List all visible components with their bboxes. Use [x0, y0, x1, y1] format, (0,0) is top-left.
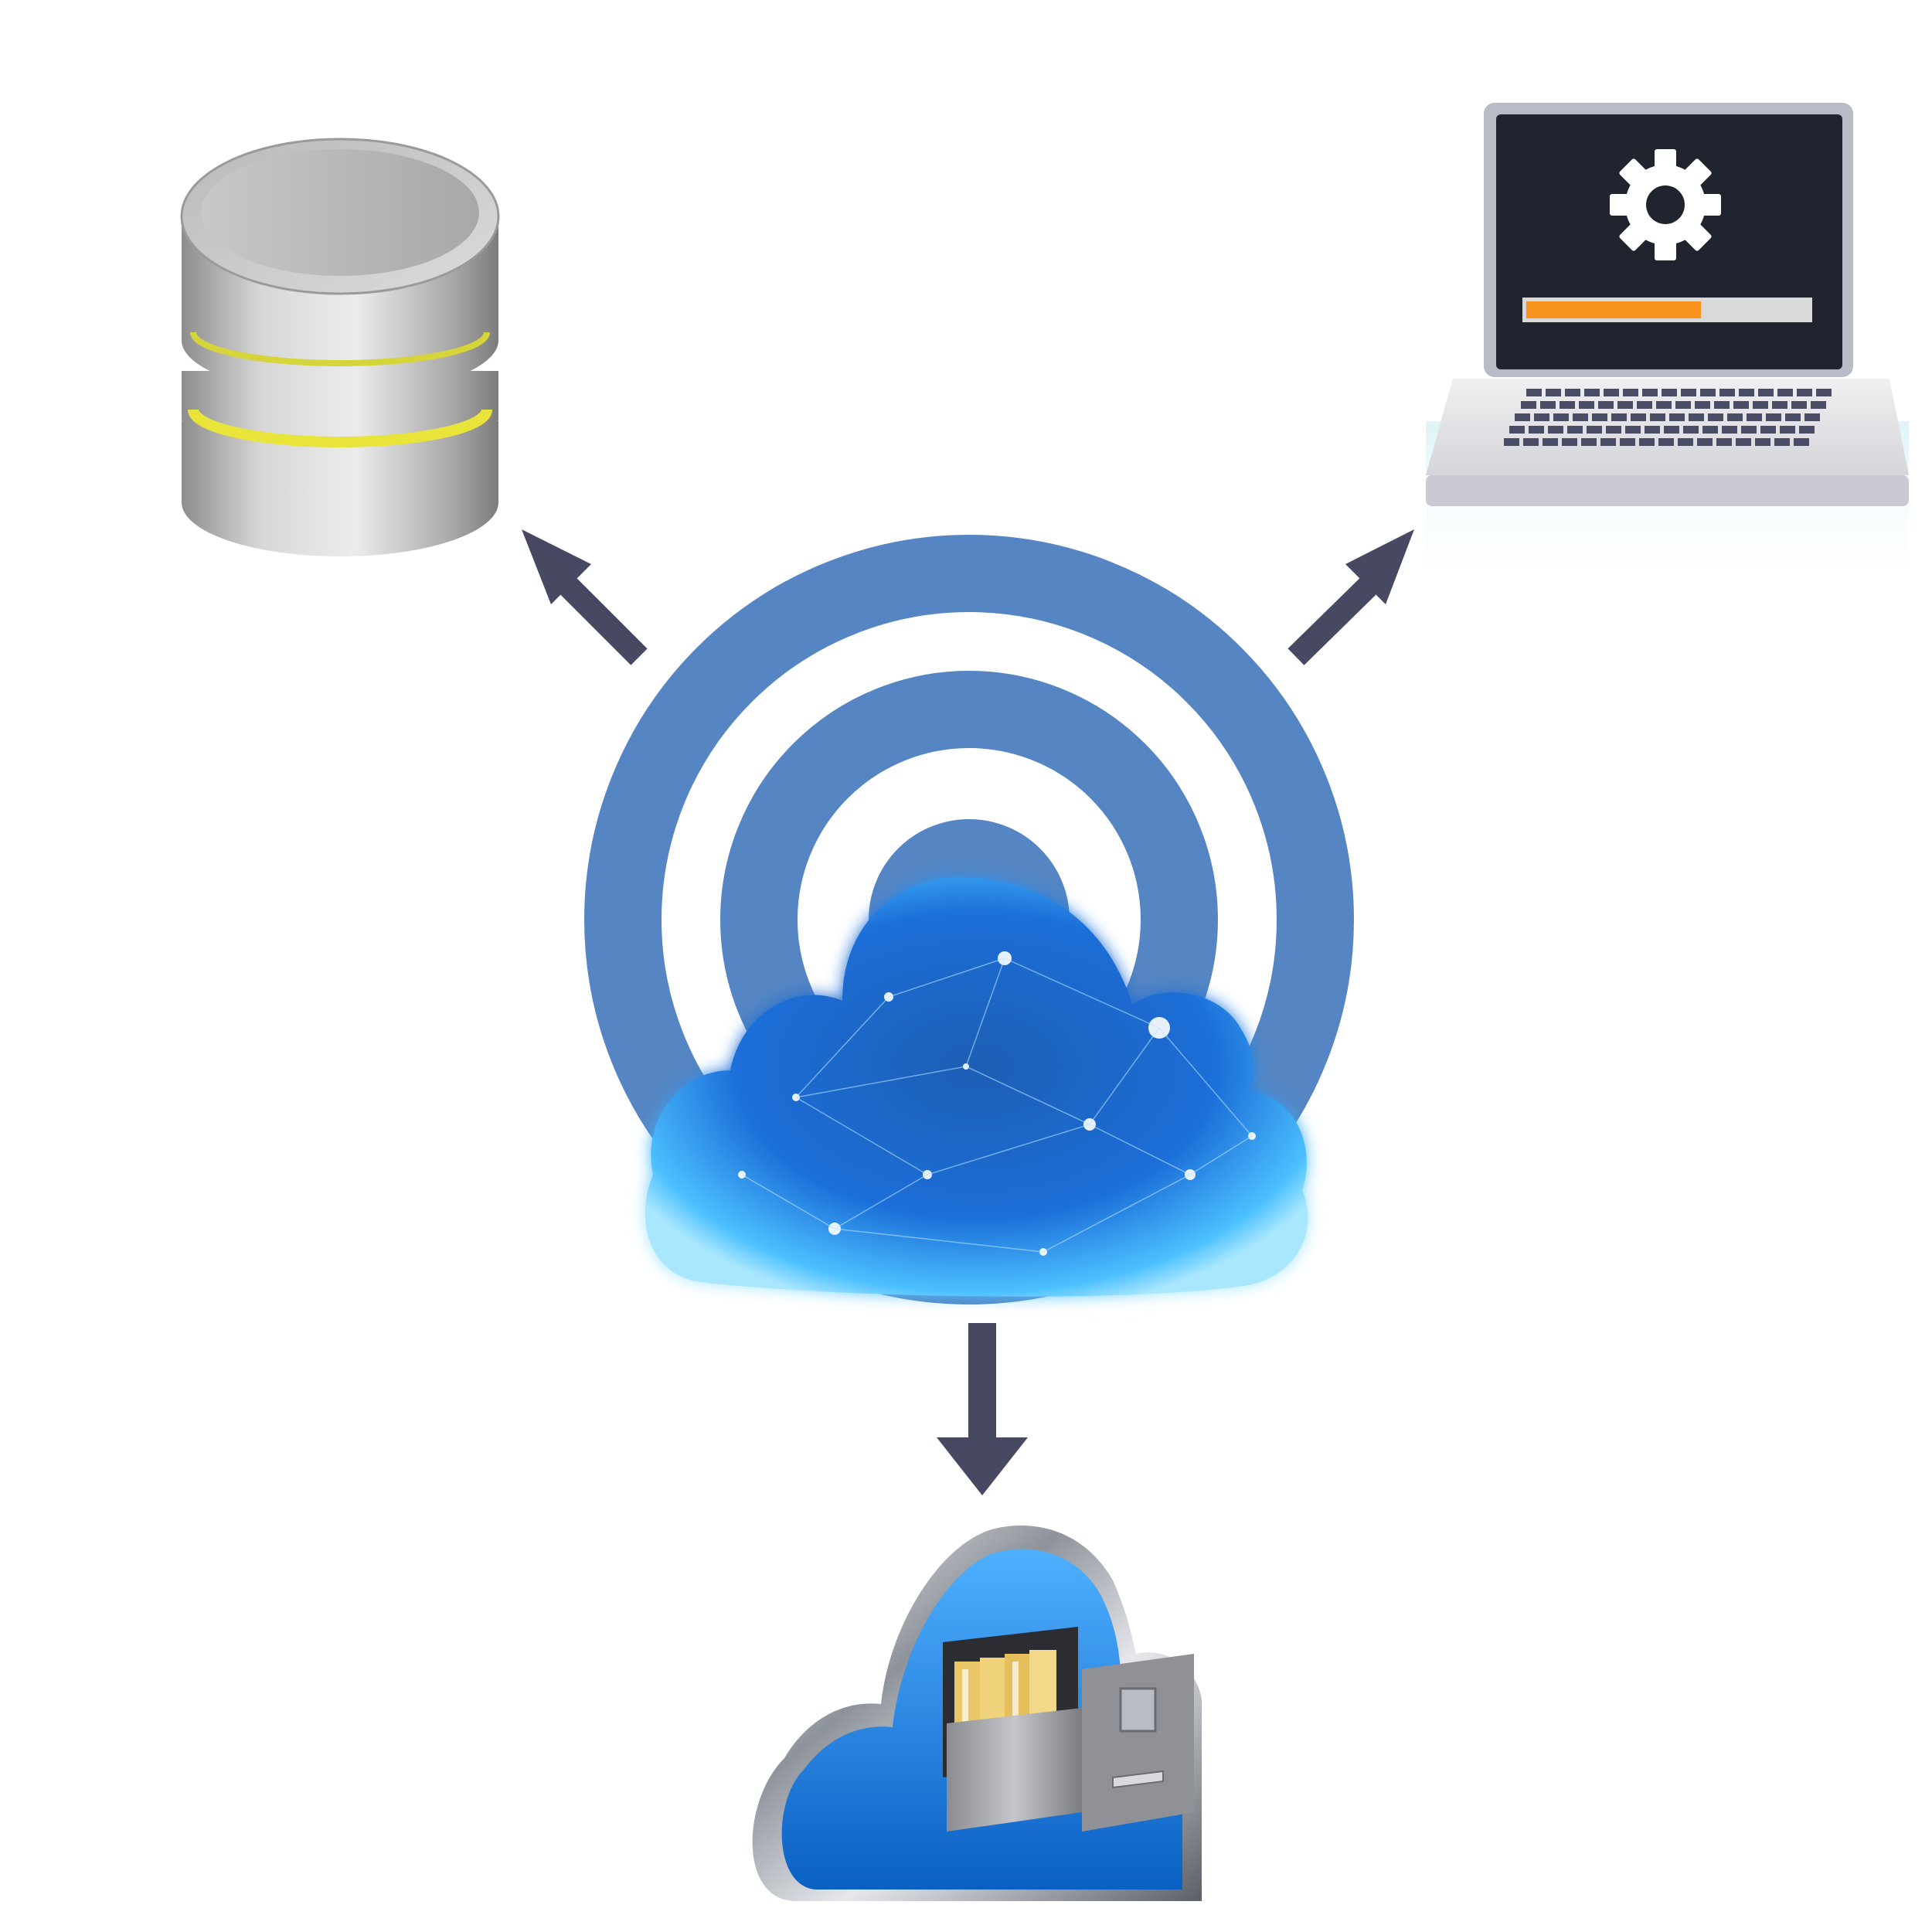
keyboard-key	[1811, 401, 1826, 409]
arrow-to-cloud-storage	[937, 1323, 1028, 1495]
keyboard-key	[1639, 438, 1655, 446]
keyboard-key	[1553, 413, 1569, 421]
progress-fill	[1526, 301, 1701, 318]
keyboard-key	[1695, 401, 1710, 409]
keyboard-key	[1733, 401, 1749, 409]
keyboard-key	[1755, 438, 1770, 446]
arrows	[522, 529, 1414, 1495]
laptop-base-edge	[1426, 475, 1909, 506]
keyboard-key	[1799, 426, 1815, 434]
keyboard-key	[1579, 401, 1594, 409]
laptop-settings-icon	[1426, 103, 1909, 599]
keyboard-key	[1581, 438, 1597, 446]
keyboard-key	[1716, 438, 1732, 446]
keyboard-key	[1637, 401, 1652, 409]
keyboard-key	[1584, 389, 1600, 396]
keyboard-key	[1521, 401, 1536, 409]
keyboard-key	[1804, 413, 1820, 421]
keyboard-key	[1797, 389, 1812, 396]
keyboard-key	[1700, 389, 1716, 396]
keyboard-key	[1515, 413, 1530, 421]
keyboard-key	[1719, 389, 1735, 396]
keyboard-key	[1714, 401, 1730, 409]
keyboard-key	[1504, 438, 1519, 446]
keyboard-key	[1623, 389, 1638, 396]
laptop-keyboard	[1504, 389, 1832, 446]
keyboard-key	[1645, 426, 1660, 434]
gear-icon	[1610, 149, 1721, 260]
keyboard-key	[1760, 426, 1776, 434]
keyboard-key	[1664, 426, 1679, 434]
keyboard-key	[1604, 389, 1619, 396]
keyboard-key	[1587, 426, 1602, 434]
keyboard-key	[1548, 426, 1563, 434]
keyboard-key	[1650, 413, 1665, 421]
keyboard-key	[1631, 413, 1646, 421]
keyboard-key	[1546, 389, 1561, 396]
keyboard-key	[1689, 413, 1704, 421]
keyboard-key	[1598, 401, 1614, 409]
keyboard-key	[1669, 413, 1685, 421]
keyboard-key	[1656, 401, 1672, 409]
keyboard-key	[1592, 413, 1607, 421]
keyboard-key	[1567, 426, 1583, 434]
keyboard-key	[1611, 413, 1627, 421]
keyboard-key	[1681, 389, 1696, 396]
keyboard-key	[1642, 389, 1658, 396]
keyboard-key	[1774, 438, 1790, 446]
keyboard-key	[1727, 413, 1743, 421]
arrow-to-laptop	[1287, 529, 1414, 665]
keyboard-key	[1675, 401, 1691, 409]
keyboard-key	[1662, 389, 1677, 396]
keyboard-key	[1753, 401, 1768, 409]
cloud-file-cabinet-icon	[752, 1525, 1202, 1901]
keyboard-key	[1509, 426, 1525, 434]
keyboard-key	[1678, 438, 1693, 446]
keyboard-key	[1600, 438, 1616, 446]
keyboard-key	[1791, 401, 1807, 409]
keyboard-key	[1523, 438, 1539, 446]
keyboard-key	[1606, 426, 1621, 434]
keyboard-key	[1777, 389, 1793, 396]
keyboard-key	[1534, 413, 1549, 421]
keyboard-key	[1543, 438, 1558, 446]
keyboard-key	[1573, 413, 1588, 421]
keyboard-key	[1766, 413, 1781, 421]
keyboard-key	[1625, 426, 1641, 434]
keyboard-key	[1722, 426, 1737, 434]
arrow-to-database	[522, 529, 648, 665]
keyboard-key	[1739, 389, 1754, 396]
keyboard-key	[1816, 389, 1832, 396]
keyboard-key	[1697, 438, 1713, 446]
keyboard-key	[1747, 413, 1762, 421]
keyboard-key	[1736, 438, 1751, 446]
keyboard-key	[1562, 438, 1577, 446]
cloud-network-icon	[645, 876, 1308, 1297]
keyboard-key	[1794, 438, 1809, 446]
keyboard-key	[1780, 426, 1795, 434]
keyboard-key	[1620, 438, 1635, 446]
keyboard-key	[1683, 426, 1699, 434]
keyboard-key	[1758, 389, 1774, 396]
keyboard-key	[1741, 426, 1757, 434]
progress-bar	[1522, 298, 1812, 322]
keyboard-key	[1702, 426, 1718, 434]
keyboard-key	[1708, 413, 1723, 421]
keyboard-key	[1560, 401, 1575, 409]
keyboard-key	[1565, 389, 1580, 396]
keyboard-key	[1540, 401, 1556, 409]
keyboard-key	[1526, 389, 1542, 396]
keyboard-key	[1617, 401, 1633, 409]
keyboard-key	[1772, 401, 1787, 409]
keyboard-key	[1529, 426, 1544, 434]
keyboard-key	[1658, 438, 1674, 446]
keyboard-key	[1785, 413, 1801, 421]
database-icon	[180, 138, 500, 556]
